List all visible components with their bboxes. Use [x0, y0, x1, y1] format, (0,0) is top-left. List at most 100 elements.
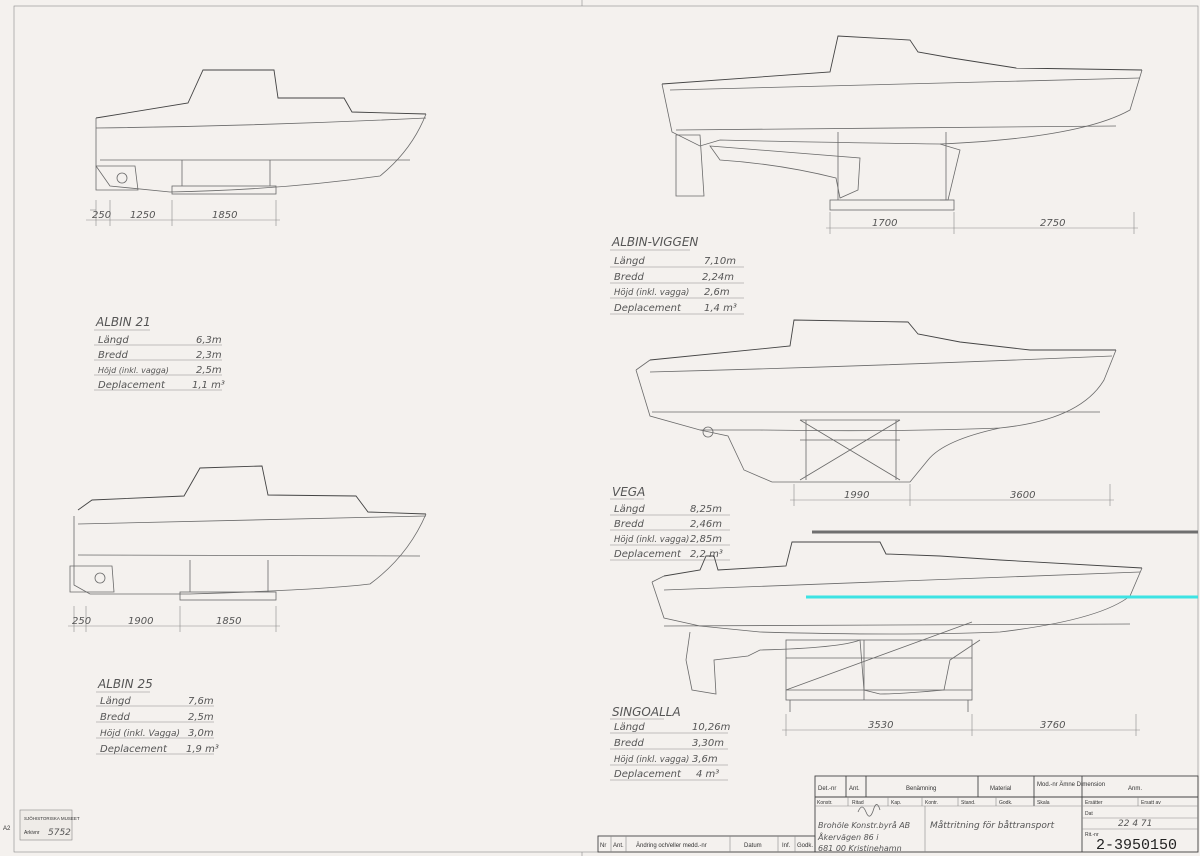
tb-company-name: Brohöle Konstr.byrå AB [818, 820, 910, 830]
albinviggen-label-height: Höjd (inkl. vagga) [614, 288, 689, 298]
albin21-label-length: Längd [98, 335, 129, 346]
vega-hull-drawing: 1990 3600 [635, 319, 1117, 506]
albin25-title: ALBIN 25 [97, 677, 153, 691]
tb-ben-header: Benämning [906, 786, 936, 792]
sheet-border [13, 5, 1199, 853]
albin25-label-height: Höjd (inkl. Vagga) [100, 729, 180, 739]
albin21-value-length: 6,3m [196, 335, 222, 346]
title-block: Det.-nr Ant. Benämning Material Mod.-nr … [814, 775, 1199, 854]
stamp-museum-name: SJÖHISTORISKA MUSEET [24, 815, 80, 821]
vega-label-length: Längd [614, 504, 645, 515]
albin21-hull-drawing: 250 1250 1850 [86, 69, 427, 226]
vega-spec-table: VEGA Längd 8,25m Bredd 2,46m Höjd (inkl.… [610, 485, 730, 561]
albin25-hull-drawing: 250 1900 1850 [68, 465, 427, 632]
rev-datum-header: Datum [744, 843, 762, 849]
albin21-value-width: 2,3m [196, 350, 222, 361]
singoalla-hull-drawing: 3530 3760 [651, 541, 1143, 736]
tb-rit-nr-label: Rit.-nr [1085, 832, 1099, 838]
singoalla-value-width: 3,30m [692, 738, 724, 749]
albin21-dim-2: 1850 [212, 210, 237, 221]
albin21-value-height: 2,5m [196, 365, 222, 376]
tb-ritad: Ritad [852, 800, 864, 806]
vega-label-height: Höjd (inkl. vagga) [614, 535, 689, 545]
albin21-dim-1: 1250 [130, 210, 155, 221]
albin21-label-displacement: Deplacement [98, 380, 166, 391]
albinviggen-dim-0: 1700 [872, 218, 897, 229]
albinviggen-label-width: Bredd [614, 272, 644, 283]
vega-value-displacement: 2,2 m³ [690, 549, 723, 560]
albin21-value-displacement: 1,1 m³ [192, 380, 225, 391]
albin25-value-length: 7,6m [188, 696, 214, 707]
albinviggen-title: ALBIN-VIGGEN [611, 235, 698, 249]
albin21-label-width: Bredd [98, 350, 128, 361]
albin25-label-displacement: Deplacement [100, 744, 168, 755]
albinviggen-value-length: 7,10m [704, 256, 736, 267]
rev-ant-header: Ant. [613, 843, 624, 849]
tb-mod-header: Mod.-nr Ämne Dimension [1037, 781, 1105, 788]
singoalla-label-height: Höjd (inkl. vagga) [614, 755, 689, 765]
albin21-label-height: Höjd (inkl. vagga) [98, 366, 169, 375]
albinviggen-value-height: 2,6m [704, 287, 730, 298]
singoalla-title: SINGOALLA [612, 705, 681, 719]
rev-text-header: Ändring och/eller medd.-nr [636, 842, 707, 849]
singoalla-dim-0: 3530 [868, 720, 893, 731]
albinviggen-label-displacement: Deplacement [614, 303, 682, 314]
albin25-dim-2: 1850 [216, 616, 241, 627]
albinviggen-spec-table: ALBIN-VIGGEN Längd 7,10m Bredd 2,24m Höj… [610, 235, 744, 315]
albin25-value-displacement: 1,9 m³ [186, 744, 219, 755]
stamp-arkivnr-label: Arkivnr [24, 830, 40, 836]
tb-kap: Kap. [891, 800, 901, 806]
stamp-number: 5752 [48, 828, 71, 838]
tb-mat-header: Material [990, 786, 1011, 792]
tb-godk: Godk. [999, 800, 1012, 806]
tb-anm-header: Anm. [1128, 786, 1142, 792]
tb-konstr: Konstr. [817, 800, 833, 806]
vega-dim-0: 1990 [844, 490, 869, 501]
revision-table: Nr Ant. Ändring och/eller medd.-nr Datum… [597, 835, 816, 853]
tb-det-header: Det.-nr [818, 786, 836, 792]
tb-drawing-number: 2-3950150 [1096, 837, 1177, 854]
signature-scribble [857, 804, 881, 817]
vega-label-width: Bredd [614, 519, 644, 530]
albin25-spec-table: ALBIN 25 Längd 7,6m Bredd 2,5m Höjd (ink… [96, 677, 219, 755]
singoalla-value-height: 3,6m [692, 754, 718, 765]
singoalla-label-displacement: Deplacement [614, 769, 682, 780]
tb-dat-label: Dat [1085, 811, 1093, 817]
singoalla-spec-table: SINGOALLA Längd 10,26m Bredd 3,30m Höjd … [610, 705, 731, 781]
tb-kontr: Kontr. [925, 800, 938, 806]
tb-company-city: 681 00 Kristinehamn [818, 844, 902, 853]
rev-inf-header: Inf. [782, 843, 791, 849]
singoalla-label-width: Bredd [614, 738, 644, 749]
singoalla-label-length: Längd [614, 722, 645, 733]
albin25-label-width: Bredd [100, 712, 130, 723]
albin25-dim-0: 250 [72, 616, 91, 627]
tb-date: 22 4 71 [1118, 819, 1152, 829]
singoalla-value-displacement: 4 m³ [696, 769, 719, 780]
albinviggen-value-width: 2,24m [702, 272, 734, 283]
albin21-title: ALBIN 21 [95, 315, 151, 329]
rev-nr-header: Nr [600, 843, 606, 849]
rev-godk-header: Godk. [797, 843, 813, 849]
tb-ersatt-av: Ersatt av [1141, 800, 1161, 806]
tb-ant-header: Ant. [849, 786, 860, 792]
tb-stand: Stand. [961, 800, 975, 806]
tb-company-street: Åkervägen 86 i [817, 831, 879, 842]
tb-ersatter: Ersätter [1085, 800, 1103, 806]
vega-value-height: 2,85m [690, 534, 722, 545]
albin21-spec-table: ALBIN 21 Längd 6,3m Bredd 2,3m Höjd (ink… [94, 315, 225, 391]
vega-dim-1: 3600 [1010, 490, 1035, 501]
albinviggen-hull-drawing: 1700 2750 [661, 35, 1143, 234]
vega-value-length: 8,25m [690, 504, 722, 515]
tb-drawing-title: Måttritning för båttransport [930, 820, 1055, 831]
albinviggen-value-displacement: 1,4 m³ [704, 303, 737, 314]
vega-value-width: 2,46m [690, 519, 722, 530]
albin25-value-width: 2,5m [188, 712, 214, 723]
albinviggen-dim-1: 2750 [1040, 218, 1065, 229]
albin25-value-height: 3,0m [188, 728, 214, 739]
museum-stamp: SJÖHISTORISKA MUSEET Arkivnr 5752 [19, 809, 80, 841]
vega-label-displacement: Deplacement [614, 549, 682, 560]
singoalla-value-length: 10,26m [692, 722, 731, 733]
albinviggen-label-length: Längd [614, 256, 645, 267]
